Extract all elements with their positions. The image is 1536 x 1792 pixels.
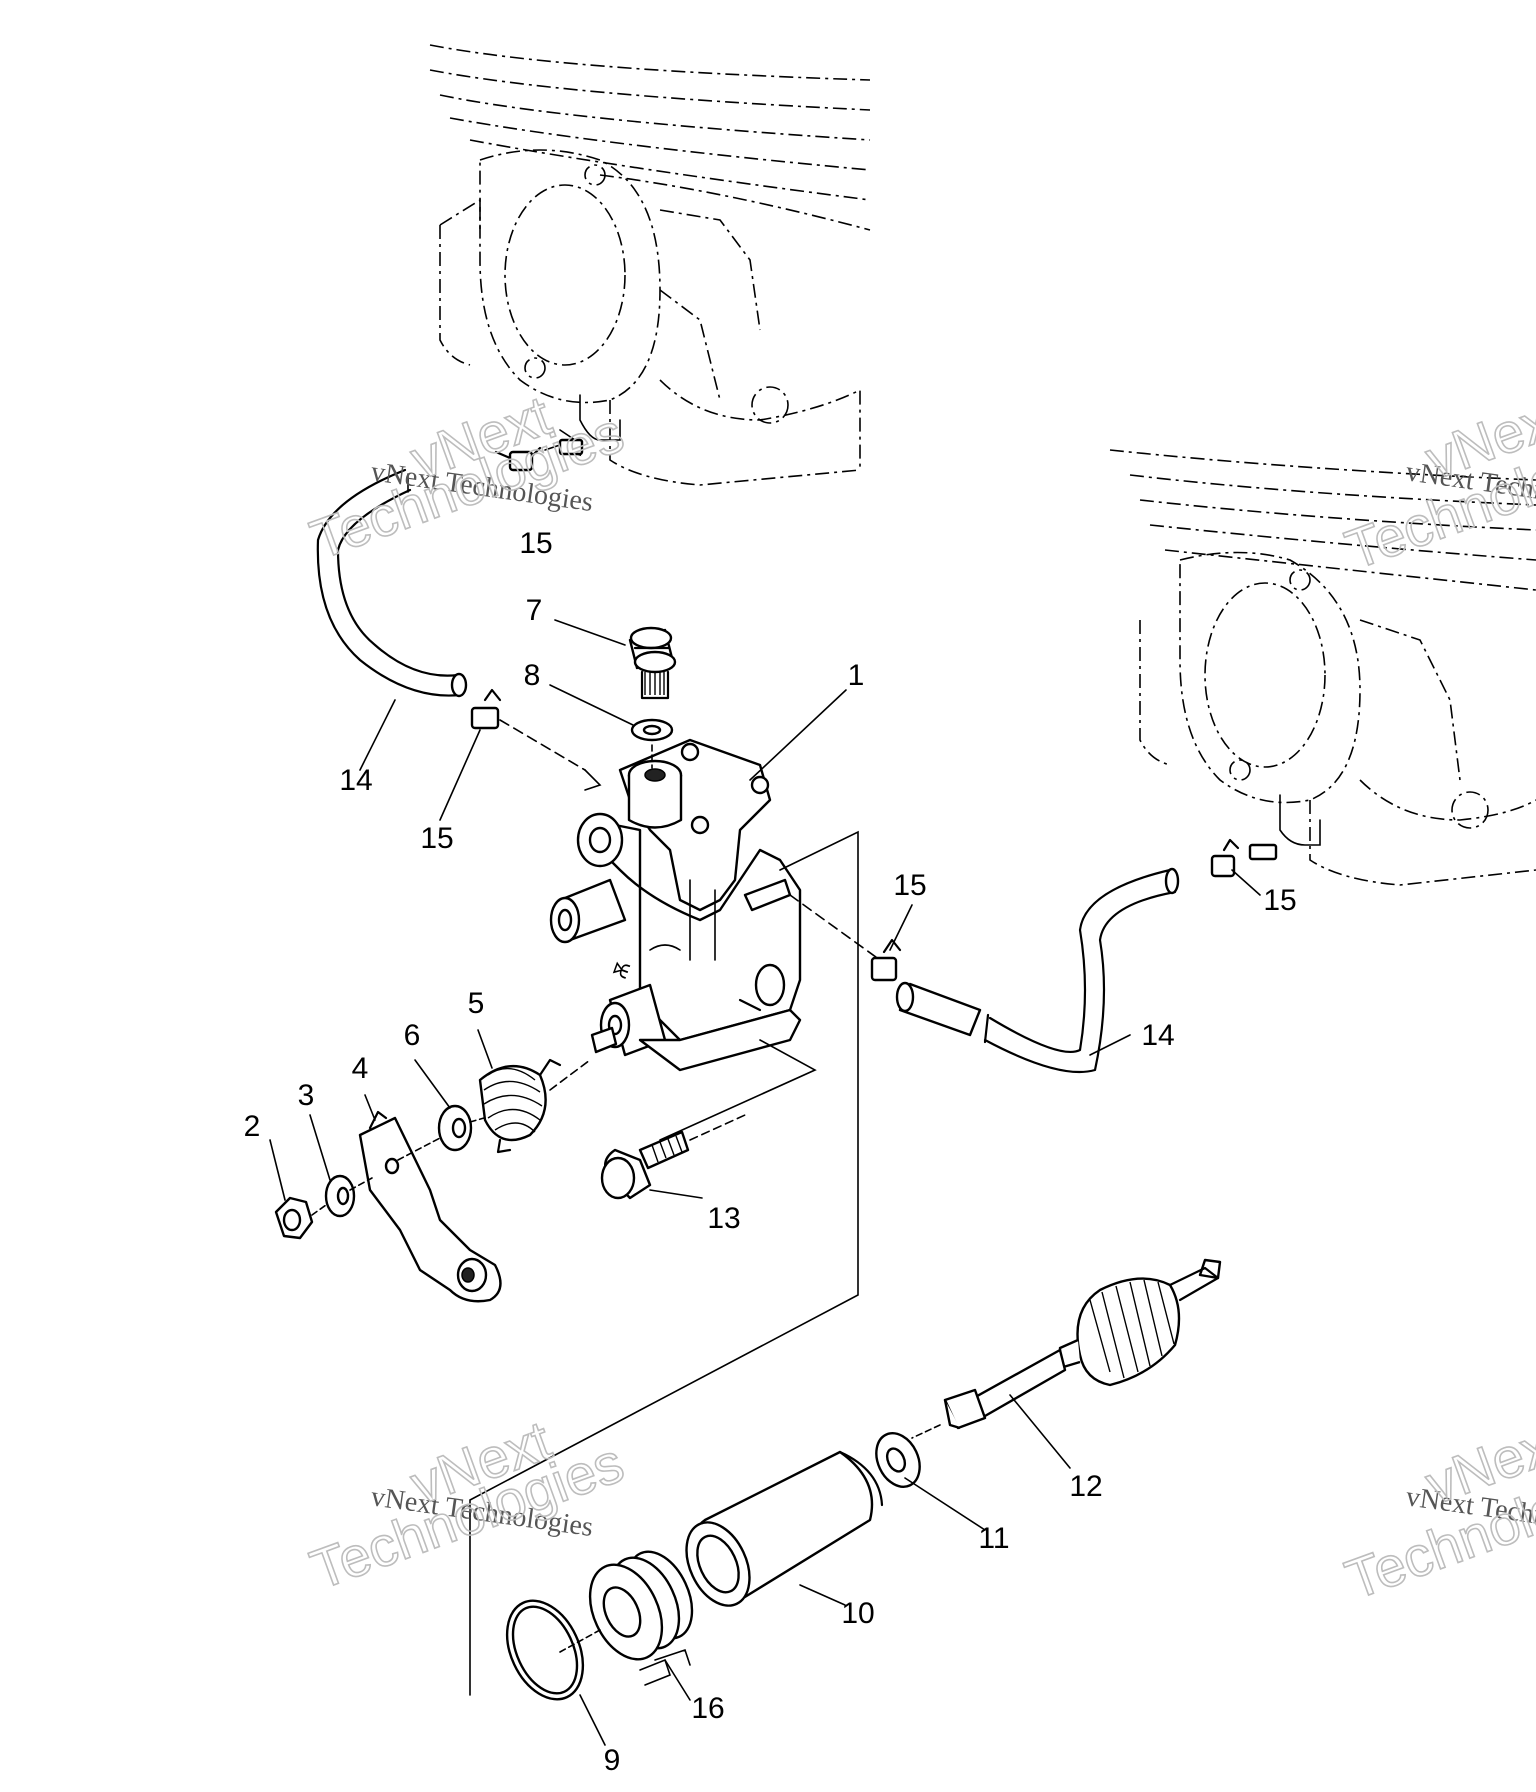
snap-ring xyxy=(505,1599,601,1701)
callout-10: 10 xyxy=(841,1597,874,1630)
callout-15-left: 15 xyxy=(420,822,453,855)
oil-line-right xyxy=(895,867,1180,1074)
return-spring xyxy=(478,1058,591,1154)
callout-3: 3 xyxy=(298,1079,315,1112)
oil-seals xyxy=(588,1550,694,1686)
callout-1: 1 xyxy=(848,659,865,692)
callout-16: 16 xyxy=(691,1692,724,1725)
sealing-washer xyxy=(630,718,674,769)
engine-cylinder-right xyxy=(1109,449,1536,886)
callout-14-left: 14 xyxy=(339,764,372,797)
callout-8: 8 xyxy=(524,659,541,692)
flat-washer xyxy=(437,1104,485,1152)
drive-shaft-gear xyxy=(911,1258,1222,1439)
callout-numbers: 1 2 3 4 5 6 7 8 9 10 11 12 13 14 14 15 1… xyxy=(244,527,1297,1777)
leader-lines xyxy=(269,619,1261,1746)
hex-nut xyxy=(274,1196,327,1240)
svg-text:Ѫ: Ѫ xyxy=(609,959,635,982)
hose-clamp-left xyxy=(470,688,586,771)
callout-15-top: 15 xyxy=(519,527,552,560)
callout-7: 7 xyxy=(526,594,543,627)
callout-6: 6 xyxy=(404,1019,421,1052)
mounting-screw xyxy=(600,1114,746,1200)
shaft-sleeve xyxy=(685,1450,884,1607)
thrust-washer xyxy=(875,1432,921,1488)
callout-11: 11 xyxy=(978,1522,1009,1555)
oil-line-left xyxy=(316,468,468,698)
callout-4: 4 xyxy=(352,1052,369,1085)
banjo-bolt xyxy=(628,626,677,700)
pump-control-lever xyxy=(358,1110,502,1303)
callout-5: 5 xyxy=(468,987,485,1020)
hose-clamp-right xyxy=(1210,838,1278,878)
hose-clamp-mid xyxy=(870,938,902,982)
assembly-bracket-outline xyxy=(469,830,859,1696)
lock-washer xyxy=(324,1174,373,1218)
callout-15-right: 15 xyxy=(1263,884,1296,917)
callout-15-mid: 15 xyxy=(893,869,926,902)
engine-cylinder-upper xyxy=(429,44,871,486)
callout-2: 2 xyxy=(244,1110,261,1143)
callout-9: 9 xyxy=(604,1744,621,1777)
callout-12: 12 xyxy=(1069,1470,1102,1503)
oil-pump-body: Ѫ xyxy=(549,738,881,1072)
callout-13: 13 xyxy=(707,1202,740,1235)
hose-clamp-top xyxy=(494,438,584,472)
callout-14-right: 14 xyxy=(1141,1019,1174,1052)
